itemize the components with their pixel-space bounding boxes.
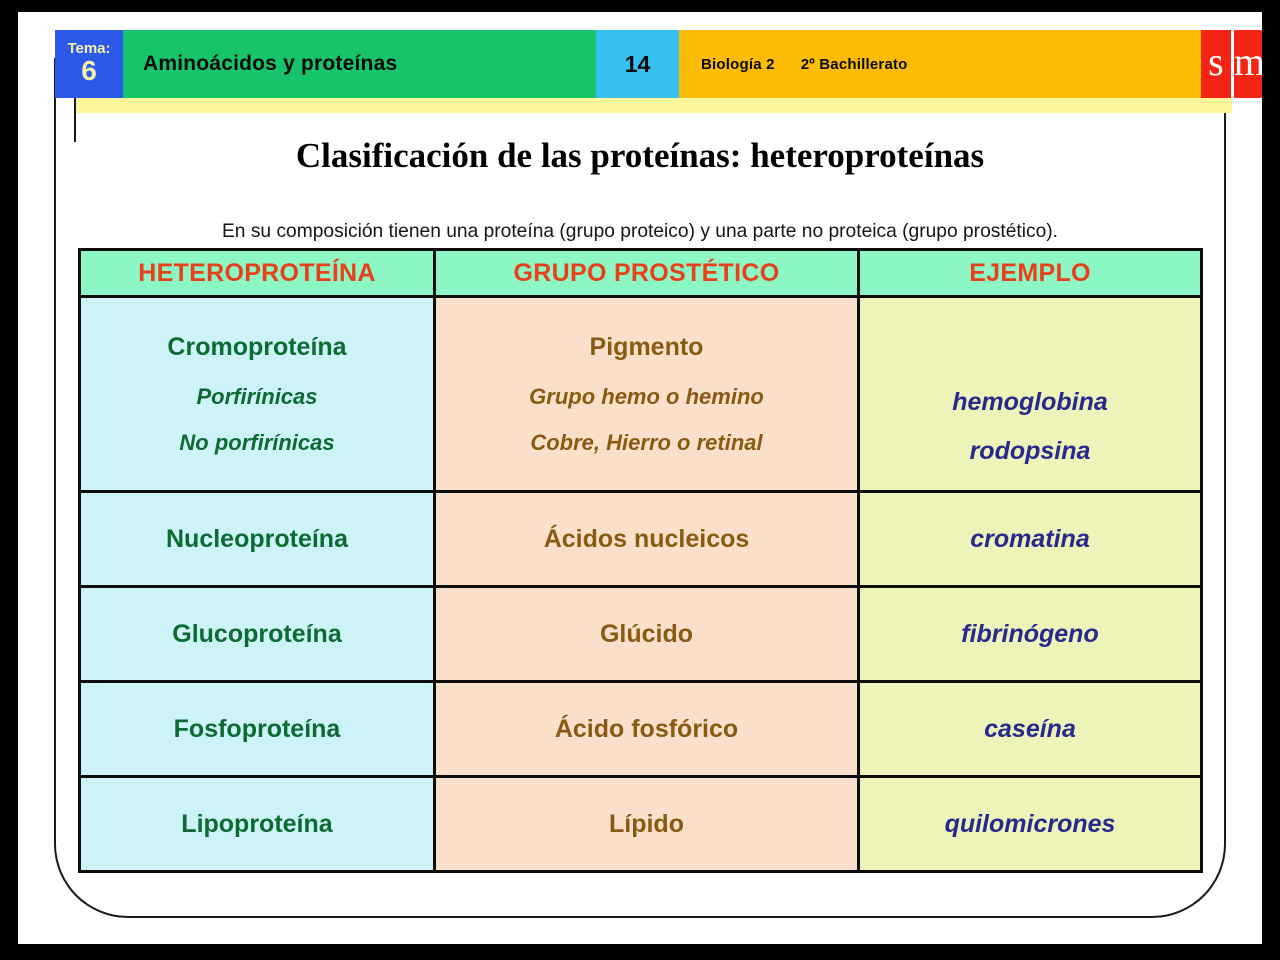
cell-sub-text: No porfirínicas [179,429,335,455]
table-row: Cromoproteína Porfirínicas No porfirínic… [78,295,1203,493]
table-row: Fosfoproteína Ácido fosfórico caseína [78,680,1203,778]
cell-sub-text: Porfirínicas [196,383,318,409]
cell-sub-text: Cobre, Hierro o retinal [530,429,763,455]
column-header-heteroproteina: HETEROPROTEÍNA [78,248,436,298]
table-row: Lipoproteína Lípido quilomicrones [78,775,1203,873]
cell-sub-text: rodopsina [969,437,1091,465]
course-info-box: Biología 2 2º Bachillerato [679,30,1201,98]
column-header-ejemplo: EJEMPLO [857,248,1203,298]
header-yellow-strip [75,98,1232,113]
sm-logo-left: s [1201,30,1231,98]
cell-ejemplo-cromoproteina: hemoglobina rodopsina [857,295,1203,493]
page-number-box: 14 [596,30,679,98]
page-title: Clasificación de las proteínas: heteropr… [295,136,985,175]
cell-heteroproteina-fosfoproteina: Fosfoproteína [78,680,436,778]
cell-main-text: Pigmento [589,332,704,361]
cell-heteroproteina-glucoproteina: Glucoproteína [78,585,436,683]
cell-ejemplo-quilomicrones: quilomicrones [857,775,1203,873]
cell-ejemplo-fibrinogeno: fibrinógeno [857,585,1203,683]
cell-heteroproteina-lipoproteina: Lipoproteína [78,775,436,873]
table-header-row: HETEROPROTEÍNA GRUPO PROSTÉTICO EJEMPLO [78,248,1203,298]
cell-spacer [860,322,1200,368]
cell-ejemplo-caseina: caseína [857,680,1203,778]
unit-title-text: Aminoácidos y proteínas [143,52,398,75]
tema-box: Tema: 6 [55,30,123,98]
tema-number: 6 [81,55,97,86]
sm-logo-right: m [1233,30,1262,98]
course-text: Biología 2 [701,55,775,73]
tema-label: Tema: [67,40,111,57]
page-number-text: 14 [624,50,651,77]
cell-sub-text: Grupo hemo o hemino [529,383,764,409]
cell-grupo-lipido: Lípido [433,775,860,873]
level-text: 2º Bachillerato [800,55,908,73]
cell-grupo-acidos-nucleicos: Ácidos nucleicos [433,490,860,588]
cell-main-text: Cromoproteína [167,332,347,361]
slide-header-band: Tema: 6 Aminoácidos y proteínas 14 Biolo… [55,30,1262,98]
unit-title-box: Aminoácidos y proteínas [123,30,596,98]
page-subtitle: En su composición tienen una proteína (g… [221,220,1059,242]
cell-grupo-pigmento: Pigmento Grupo hemo o hemino Cobre, Hier… [433,295,860,493]
cell-sub-text: hemoglobina [952,388,1108,416]
cell-grupo-acido-fosforico: Ácido fosfórico [433,680,860,778]
table-row: Nucleoproteína Ácidos nucleicos cromatin… [78,490,1203,588]
column-header-grupo-prostetico: GRUPO PROSTÉTICO [433,248,860,298]
cell-heteroproteina-cromoproteina: Cromoproteína Porfirínicas No porfirínic… [78,295,436,493]
cell-heteroproteina-nucleoproteina: Nucleoproteína [78,490,436,588]
heteroproteinas-table: HETEROPROTEÍNA GRUPO PROSTÉTICO EJEMPLO … [78,248,1203,873]
cell-grupo-glucido: Glúcido [433,585,860,683]
table-row: Glucoproteína Glúcido fibrinógeno [78,585,1203,683]
cell-ejemplo-cromatina: cromatina [857,490,1203,588]
header-left-tick [74,98,76,142]
sm-logo: s m [1201,30,1262,98]
slide-frame: Tema: 6 Aminoácidos y proteínas 14 Biolo… [18,12,1262,944]
